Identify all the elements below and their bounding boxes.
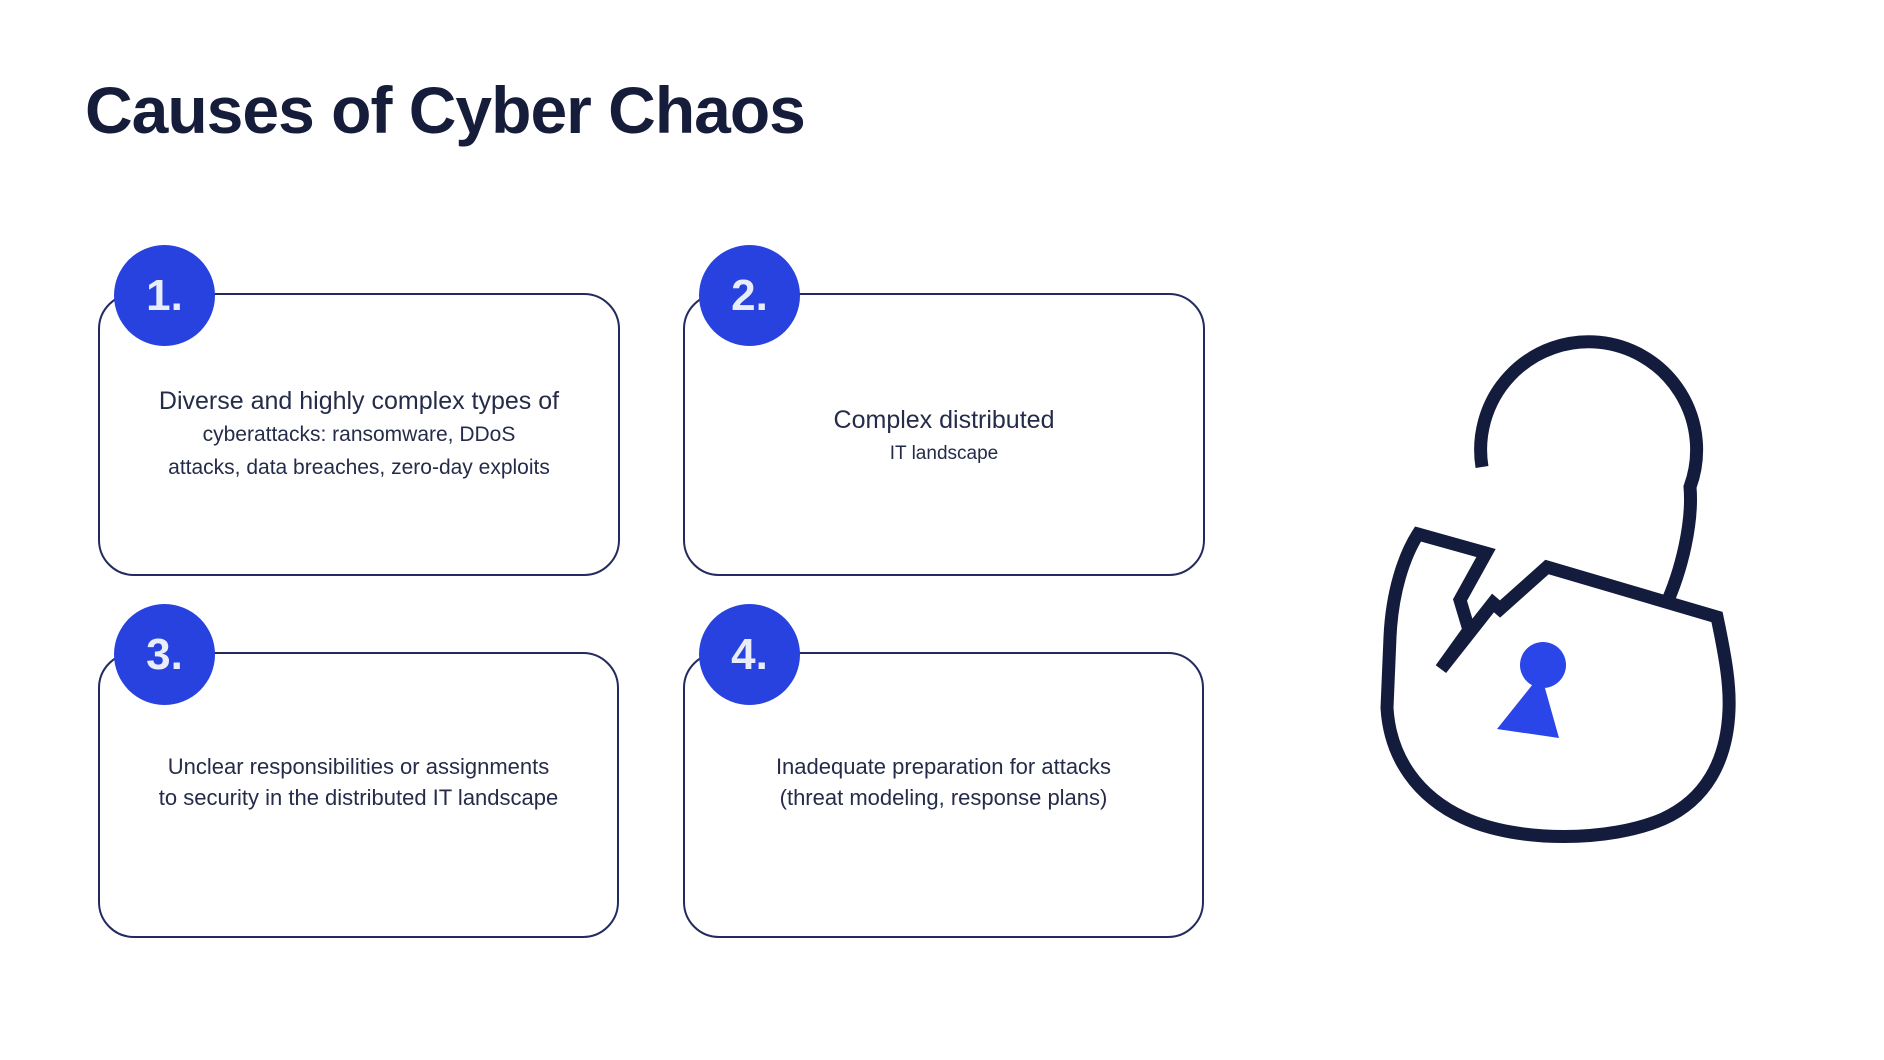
badge-number: 1.	[146, 270, 183, 320]
number-badge-2: 2.	[699, 245, 800, 346]
card-line: Unclear responsibilities or assignments	[167, 754, 550, 779]
number-badge-3: 3.	[114, 604, 215, 705]
card-1-text: Diverse and highly complex types of cybe…	[129, 385, 589, 484]
broken-padlock-icon	[1380, 335, 1736, 843]
badge-number: 2.	[731, 270, 768, 320]
padlock-body	[1380, 526, 1736, 843]
card-line: IT landscape	[889, 442, 999, 464]
card-4-text: Inadequate preparation for attacks (thre…	[746, 751, 1141, 813]
card-line: attacks, data breaches, zero-day exploit…	[168, 456, 550, 479]
cause-card-2: 2. Complex distributed IT landscape	[683, 245, 1205, 576]
number-badge-1: 1.	[114, 245, 215, 346]
number-badge-4: 4.	[699, 604, 800, 705]
card-line: Complex distributed	[833, 405, 1055, 434]
card-line: to security in the distributed IT landsc…	[158, 785, 559, 810]
keyhole-triangle-icon	[1497, 674, 1559, 738]
card-3-text: Unclear responsibilities or assignments …	[129, 751, 588, 813]
card-line: Inadequate preparation for attacks	[775, 754, 1112, 779]
keyhole-circle-icon	[1520, 642, 1566, 688]
cause-card-1: 1. Diverse and highly complex types of c…	[98, 245, 620, 576]
badge-number: 4.	[731, 629, 768, 679]
page-title: Causes of Cyber Chaos	[85, 73, 806, 147]
badge-number: 3.	[146, 629, 183, 679]
card-line: (threat modeling, response plans)	[779, 785, 1108, 810]
padlock-shackle	[1474, 335, 1704, 610]
card-line: cyberattacks: ransomware, DDoS	[202, 423, 516, 446]
card-line: Diverse and highly complex types of	[158, 387, 560, 415]
cause-card-3: 3. Unclear responsibilities or assignmen…	[98, 604, 619, 938]
cause-card-4: 4. Inadequate preparation for attacks (t…	[683, 604, 1204, 938]
card-2-text: Complex distributed IT landscape	[804, 404, 1085, 470]
